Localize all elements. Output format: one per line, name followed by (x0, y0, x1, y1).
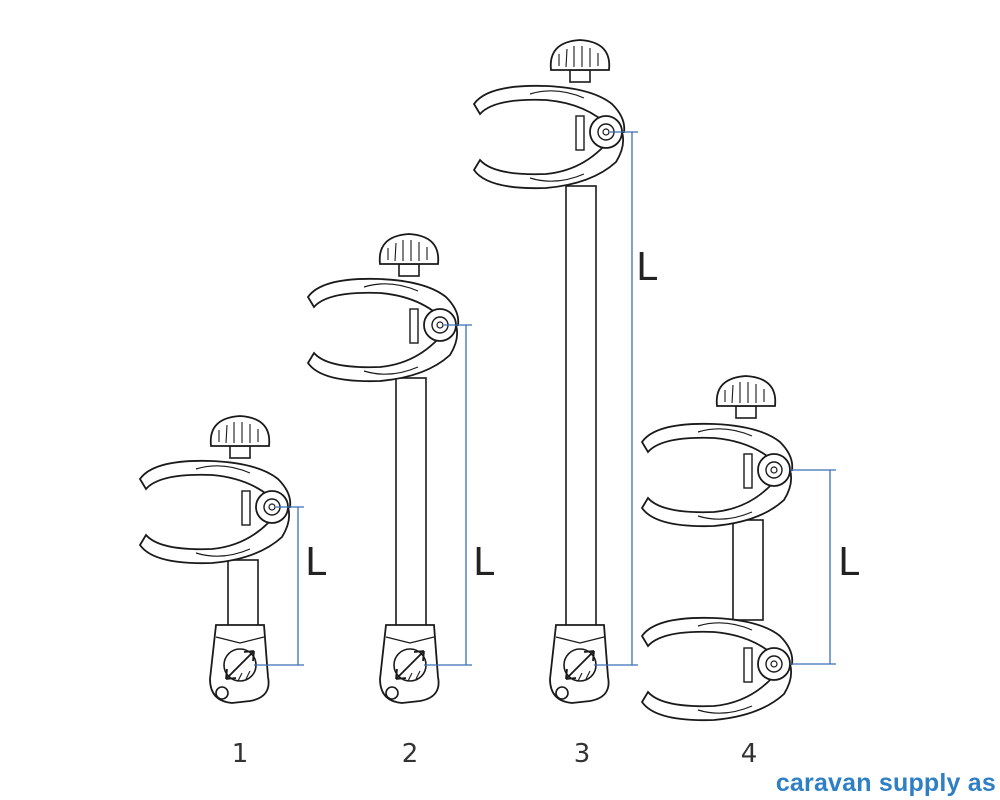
knob-4 (715, 375, 777, 419)
jaw-3 (473, 84, 626, 190)
item-number-2: 2 (402, 739, 419, 769)
knob-1 (209, 415, 271, 459)
dimension-label-2: L (473, 540, 494, 584)
jaw-2 (307, 277, 460, 383)
foot-3 (549, 624, 610, 704)
item-number-1: 1 (232, 739, 249, 769)
jaw-1 (139, 459, 292, 565)
knob-3 (549, 39, 611, 83)
item-number-3: 3 (574, 739, 591, 769)
dimension-label-4: L (838, 540, 859, 584)
clamp-1 (139, 415, 304, 704)
jaw-4-top (641, 422, 794, 528)
clamp-3 (473, 39, 638, 704)
item-number-4: 4 (741, 739, 758, 769)
dimension-label-3: L (636, 245, 657, 289)
knob-2 (378, 233, 440, 277)
brand-logo-text: caravan supply as (775, 769, 996, 797)
dimension-label-1: L (305, 540, 326, 584)
foot-2 (379, 624, 440, 704)
clamp-4 (641, 375, 836, 722)
clamp-2 (307, 233, 472, 704)
foot-1 (209, 624, 270, 704)
jaw-4-bottom (641, 616, 794, 722)
